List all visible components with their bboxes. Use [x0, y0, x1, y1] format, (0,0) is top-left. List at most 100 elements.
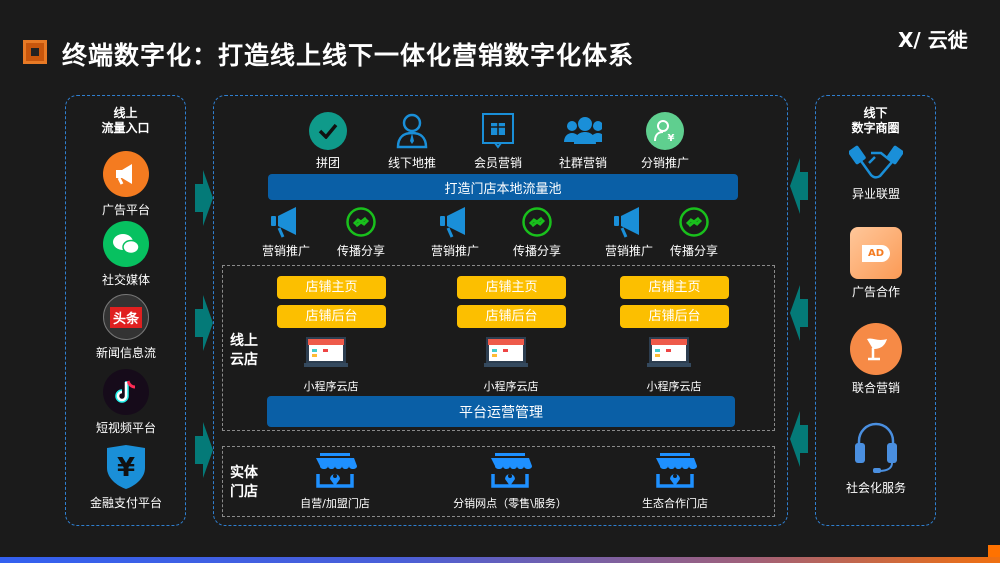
- promo-item[interactable]: 营销推广: [583, 206, 675, 259]
- arrow-left-icon: [790, 158, 808, 214]
- traffic-item-ads[interactable]: 广告平台: [66, 151, 186, 218]
- traffic-item-news[interactable]: 头条新闻信息流: [66, 294, 186, 361]
- physical-store-item[interactable]: 生态合作门店: [615, 452, 735, 511]
- footer-accent-square: [988, 545, 1000, 557]
- physical-store-section: [222, 446, 775, 517]
- item-label: 营销推广: [430, 244, 479, 258]
- traffic-item-video[interactable]: 短视频平台: [66, 369, 186, 436]
- offline-item-joint[interactable]: 联合营销: [816, 323, 936, 396]
- caption-line: 云店: [230, 352, 258, 368]
- ad-text: AD: [861, 244, 891, 262]
- physical-store-caption: 实体门店: [230, 464, 258, 502]
- offline-item-ad[interactable]: AD 广告合作: [816, 227, 936, 300]
- caption-line: 门店: [230, 484, 258, 500]
- item-label: 传播分享: [669, 244, 718, 258]
- tiktok-icon: [103, 369, 149, 415]
- panel-title: 线上流量入口: [66, 106, 185, 136]
- salesperson-icon: [393, 112, 431, 150]
- offline-item-alliance[interactable]: 异业联盟: [816, 141, 936, 202]
- item-label: 小程序云店: [646, 380, 702, 393]
- megaphone-icon: [103, 151, 149, 197]
- handshake-icon: [848, 141, 904, 181]
- group-icon: [564, 112, 602, 150]
- item-label: 金融支付平台: [89, 496, 162, 510]
- online-store-caption: 线上云店: [230, 332, 258, 370]
- item-label: 联合营销: [851, 381, 900, 395]
- item-label: 线下地推: [387, 156, 436, 170]
- store-home-button[interactable]: 店铺主页: [620, 276, 729, 299]
- megaphone-icon: [440, 207, 465, 238]
- platform-ops-bar: 平台运营管理: [267, 396, 735, 427]
- store-backend-button[interactable]: 店铺后台: [277, 305, 386, 328]
- page-title: 终端数字化：打造线上线下一体化营销数字化体系: [62, 41, 635, 70]
- toutiao-icon: 头条: [103, 294, 149, 340]
- item-label: 短视频平台: [95, 421, 156, 435]
- traffic-item-social[interactable]: 社交媒体: [66, 221, 186, 288]
- item-label: 分销推广: [640, 156, 689, 170]
- storefront-icon: [656, 453, 697, 488]
- promo-item[interactable]: 传播分享: [648, 206, 740, 259]
- ad-megaphone-icon: AD: [850, 227, 902, 279]
- promo-item[interactable]: 传播分享: [491, 206, 583, 259]
- top-item-member[interactable]: 会员营销: [438, 112, 558, 171]
- physical-store-item[interactable]: 分销网点（零售\服务）: [450, 452, 570, 511]
- mini-program-store[interactable]: 小程序云店: [271, 374, 391, 394]
- mini-program-store[interactable]: 小程序云店: [451, 374, 571, 394]
- yuan-shield-icon: ¥: [105, 444, 147, 490]
- traffic-pool-bar: 打造门店本地流量池: [268, 174, 738, 200]
- item-label: 小程序云店: [303, 380, 359, 393]
- logo-mark: X/: [898, 28, 921, 52]
- item-label: 社会化服务: [845, 481, 906, 495]
- promo-item[interactable]: 传播分享: [315, 206, 407, 259]
- laptop-store-icon: [647, 337, 691, 367]
- arrow-left-icon: [790, 285, 808, 341]
- arrow-right-icon: [195, 295, 213, 351]
- promo-item[interactable]: 营销推广: [409, 206, 501, 259]
- top-item-offline[interactable]: 线下地推: [352, 112, 472, 171]
- check-icon: [309, 112, 347, 150]
- caption-line: 线上: [230, 333, 258, 349]
- item-label: 广告合作: [851, 285, 900, 299]
- item-label: 异业联盟: [851, 187, 900, 201]
- laptop-store-icon: [304, 337, 348, 367]
- top-item-community[interactable]: 社群营销: [523, 112, 643, 171]
- item-label: 自营/加盟门店: [300, 497, 370, 510]
- item-label: 社群营销: [558, 156, 607, 170]
- flag-icon: [850, 323, 902, 375]
- item-label: 拼团: [315, 156, 340, 170]
- item-label: 会员营销: [473, 156, 522, 170]
- item-label: 传播分享: [336, 244, 385, 258]
- top-item-distribution[interactable]: ¥ 分销推广: [605, 112, 725, 171]
- center-panel: [213, 95, 788, 526]
- share-link-icon: [522, 207, 552, 237]
- arrow-right-icon: [195, 422, 213, 478]
- top-item-group-buy[interactable]: 拼团: [268, 112, 388, 171]
- wechat-icon: [103, 221, 149, 267]
- item-label: 新闻信息流: [95, 346, 156, 360]
- traffic-item-finance[interactable]: ¥ 金融支付平台: [66, 444, 186, 511]
- item-label: 小程序云店: [483, 380, 539, 393]
- physical-store-item[interactable]: 自营/加盟门店: [275, 452, 395, 511]
- arrow-left-icon: [790, 411, 808, 467]
- online-store-section: [222, 265, 775, 431]
- share-link-icon: [679, 207, 709, 237]
- footer-gradient-bar: [0, 557, 1000, 563]
- item-label: 传播分享: [512, 244, 561, 258]
- storefront-icon: [491, 453, 532, 488]
- svg-text:¥: ¥: [668, 133, 675, 143]
- item-label: 社交媒体: [101, 273, 150, 287]
- store-home-button[interactable]: 店铺主页: [457, 276, 566, 299]
- promo-item[interactable]: 营销推广: [240, 206, 332, 259]
- store-home-button[interactable]: 店铺主页: [277, 276, 386, 299]
- panel-title-line: 数字商圈: [851, 121, 900, 135]
- gift-card-icon: [479, 112, 517, 150]
- mini-program-store[interactable]: 小程序云店: [614, 374, 734, 394]
- share-link-icon: [346, 207, 376, 237]
- arrow-right-icon: [195, 170, 213, 226]
- svg-text:¥: ¥: [117, 453, 135, 483]
- store-backend-button[interactable]: 店铺后台: [620, 305, 729, 328]
- store-backend-button[interactable]: 店铺后台: [457, 305, 566, 328]
- item-label: 营销推广: [261, 244, 310, 258]
- offline-item-service[interactable]: 社会化服务: [816, 421, 936, 496]
